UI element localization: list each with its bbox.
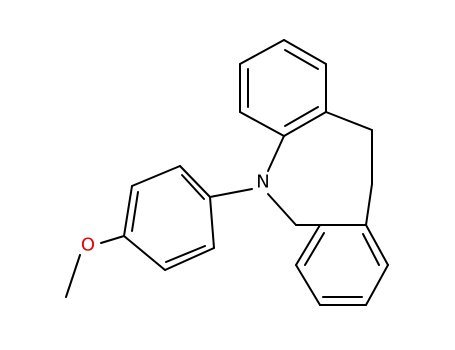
bond-ch2 xyxy=(325,111,373,131)
bond-single xyxy=(239,39,285,65)
bond-single xyxy=(295,224,321,266)
bond-double-inner xyxy=(362,233,380,266)
bond-single xyxy=(365,264,389,306)
bond-n-phenyl xyxy=(209,188,253,198)
bond-single xyxy=(123,235,166,271)
bond-single xyxy=(239,111,285,137)
bond-c-o xyxy=(100,235,125,244)
bond-double-inner xyxy=(284,106,319,127)
bond-double-inner xyxy=(284,49,319,70)
oxygen-atom-label: O xyxy=(81,235,95,256)
bond-single xyxy=(131,165,181,187)
bond-single xyxy=(283,111,327,137)
bond-double-inner xyxy=(165,245,206,263)
bond-double-inner xyxy=(181,174,205,200)
bond-single xyxy=(295,264,321,306)
bond-single xyxy=(123,185,133,237)
bond-single xyxy=(179,165,211,198)
bond-double-inner xyxy=(304,232,325,266)
bond-ch2 xyxy=(365,183,373,226)
bond-double-inner xyxy=(131,191,139,232)
nitrogen-atom-label: N xyxy=(256,172,269,193)
bond-single xyxy=(283,39,327,65)
bond-n-aryl xyxy=(267,193,297,226)
bond-single xyxy=(365,224,389,266)
bond-n-aryl xyxy=(267,135,285,172)
bond-o-ch3 xyxy=(65,254,81,298)
bond-lines xyxy=(65,39,389,306)
bond-single xyxy=(209,196,215,249)
bond-single xyxy=(164,247,215,271)
